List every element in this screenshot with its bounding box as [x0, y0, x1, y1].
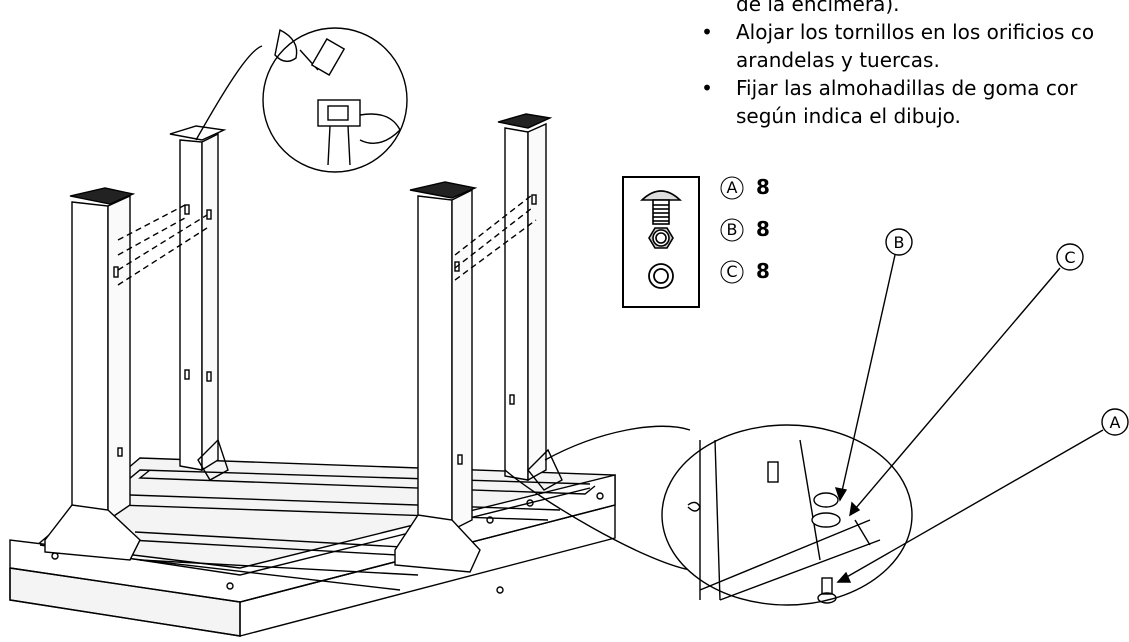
hex-nut-icon [648, 227, 674, 249]
instruction-item: • Fijar las almohadillas de goma cor seg… [700, 74, 1129, 130]
instruction-list: de la encimera). • Alojar los tornillos … [700, 0, 1129, 130]
part-qty-a: 8 [756, 175, 770, 199]
hammer-detail-bubble [195, 27, 408, 173]
alignment-dashes [117, 194, 537, 286]
part-letter-b: B [726, 220, 738, 239]
leg-front-left [44, 187, 141, 561]
instruction-line: arandelas y tuercas. [736, 48, 940, 72]
callout-c-label: C [1064, 248, 1076, 267]
leg-back-left [169, 125, 229, 481]
carriage-bolt-icon [639, 190, 683, 225]
part-letter-a: A [726, 178, 738, 197]
part-qty-c: 8 [756, 259, 770, 283]
bullet: • [701, 20, 713, 44]
callout-a-label: A [1109, 413, 1121, 432]
instruction-line: Fijar las almohadillas de goma cor [736, 76, 1078, 100]
instruction-item: de la encimera). [700, 0, 1129, 18]
washer-icon [648, 263, 674, 289]
instruction-item: • Alojar los tornillos en los orificios … [700, 18, 1129, 74]
callout-b-label: B [893, 233, 905, 252]
instruction-line: según indica el dibujo. [736, 104, 961, 128]
leg-back-right [497, 113, 563, 491]
part-letter-c: C [726, 262, 738, 281]
callout-leaders [834, 228, 1129, 583]
hardware-icons [639, 190, 683, 289]
bullet: • [701, 76, 713, 100]
instruction-line: Alojar los tornillos en los orificios co [736, 20, 1095, 44]
instruction-line: de la encimera). [736, 0, 900, 16]
bolt-detail-bubble [504, 424, 913, 606]
leg-front-right [394, 181, 481, 573]
hardware-legend [622, 176, 700, 308]
part-qty-b: 8 [756, 217, 770, 241]
part-letter-circles [720, 176, 744, 284]
